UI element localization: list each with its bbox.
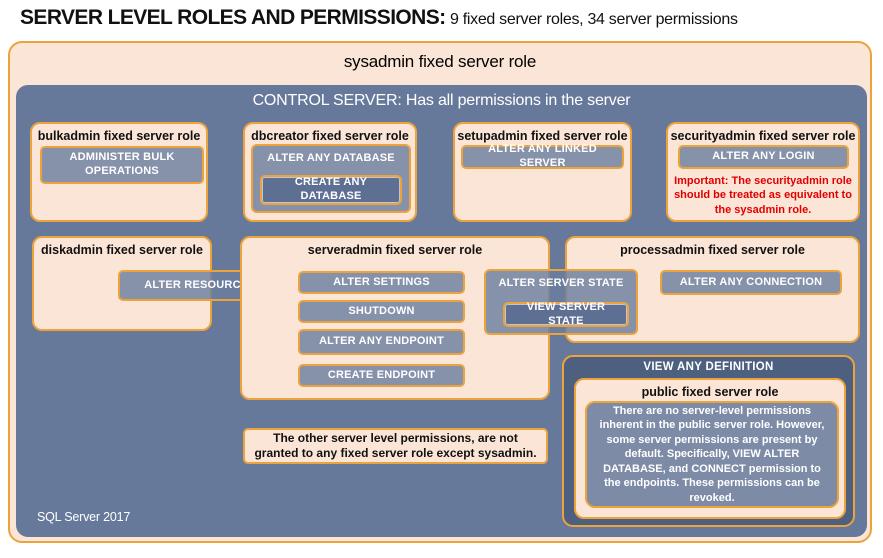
permission-view-any-definition: VIEW ANY DEFINITION public fixed server … (562, 355, 855, 527)
serveradmin-title: serveradmin fixed server role (307, 243, 483, 257)
permission-create-any-database: CREATE ANY DATABASE (260, 175, 402, 205)
role-box-setupadmin: setupadmin fixed server role (453, 122, 632, 222)
securityadmin-title: securityadmin fixed server role (670, 129, 856, 143)
permission-alter-any-endpoint: ALTER ANY ENDPOINT (298, 329, 465, 355)
permission-alter-settings: ALTER SETTINGS (298, 271, 465, 294)
page-title-sub-text: 9 fixed server roles, 34 server permissi… (449, 11, 738, 28)
permission-alter-any-connection: ALTER ANY CONNECTION (660, 270, 842, 295)
page-title: SERVER LEVEL ROLES AND PERMISSIONS: 9 fi… (20, 6, 738, 30)
permission-alter-any-database: ALTER ANY DATABASE CREATE ANY DATABASE (251, 144, 411, 213)
sysadmin-title: sysadmin fixed server role (343, 52, 537, 71)
permission-view-server-state: VIEW SERVER STATE (503, 301, 629, 327)
role-box-securityadmin: securityadmin fixed server role (666, 122, 860, 222)
public-role-description: There are no server-level permissions in… (585, 401, 839, 508)
permission-create-endpoint: CREATE ENDPOINT (298, 364, 465, 387)
role-box-public: public fixed server role There are no se… (574, 378, 846, 519)
dbcreator-title: dbcreator fixed server role (251, 129, 409, 143)
sql-server-version-label: SQL Server 2017 (37, 510, 131, 524)
setupadmin-title: setupadmin fixed server role (457, 129, 628, 143)
alter-any-database-label: ALTER ANY DATABASE (267, 152, 395, 164)
page-title-main: SERVER LEVEL ROLES AND PERMISSIONS: (20, 6, 446, 29)
permission-alter-any-login: ALTER ANY LOGIN (678, 145, 849, 169)
page-title-sub: 9 fixed server roles, 34 server permissi… (450, 11, 738, 28)
permission-administer-bulk-operations: ADMINISTER BULK OPERATIONS (40, 146, 204, 184)
permission-alter-any-linked-server: ALTER ANY LINKED SERVER (461, 143, 624, 169)
alter-server-state-label: ALTER SERVER STATE (498, 277, 624, 289)
other-permissions-note: The other server level permissions, are … (243, 428, 548, 464)
permission-alter-server-state: ALTER SERVER STATE VIEW SERVER STATE (484, 269, 638, 335)
permission-shutdown: SHUTDOWN (298, 300, 465, 323)
control-server-title: CONTROL SERVER: Has all permissions in t… (252, 92, 631, 109)
diskadmin-title: diskadmin fixed server role (41, 243, 203, 257)
view-any-definition-label: VIEW ANY DEFINITION (643, 361, 774, 373)
bulkadmin-title: bulkadmin fixed server role (37, 129, 201, 143)
public-title: public fixed server role (641, 385, 779, 399)
processadmin-title: processadmin fixed server role (620, 243, 805, 257)
securityadmin-warning: Important: The securityadmin role should… (674, 175, 852, 216)
